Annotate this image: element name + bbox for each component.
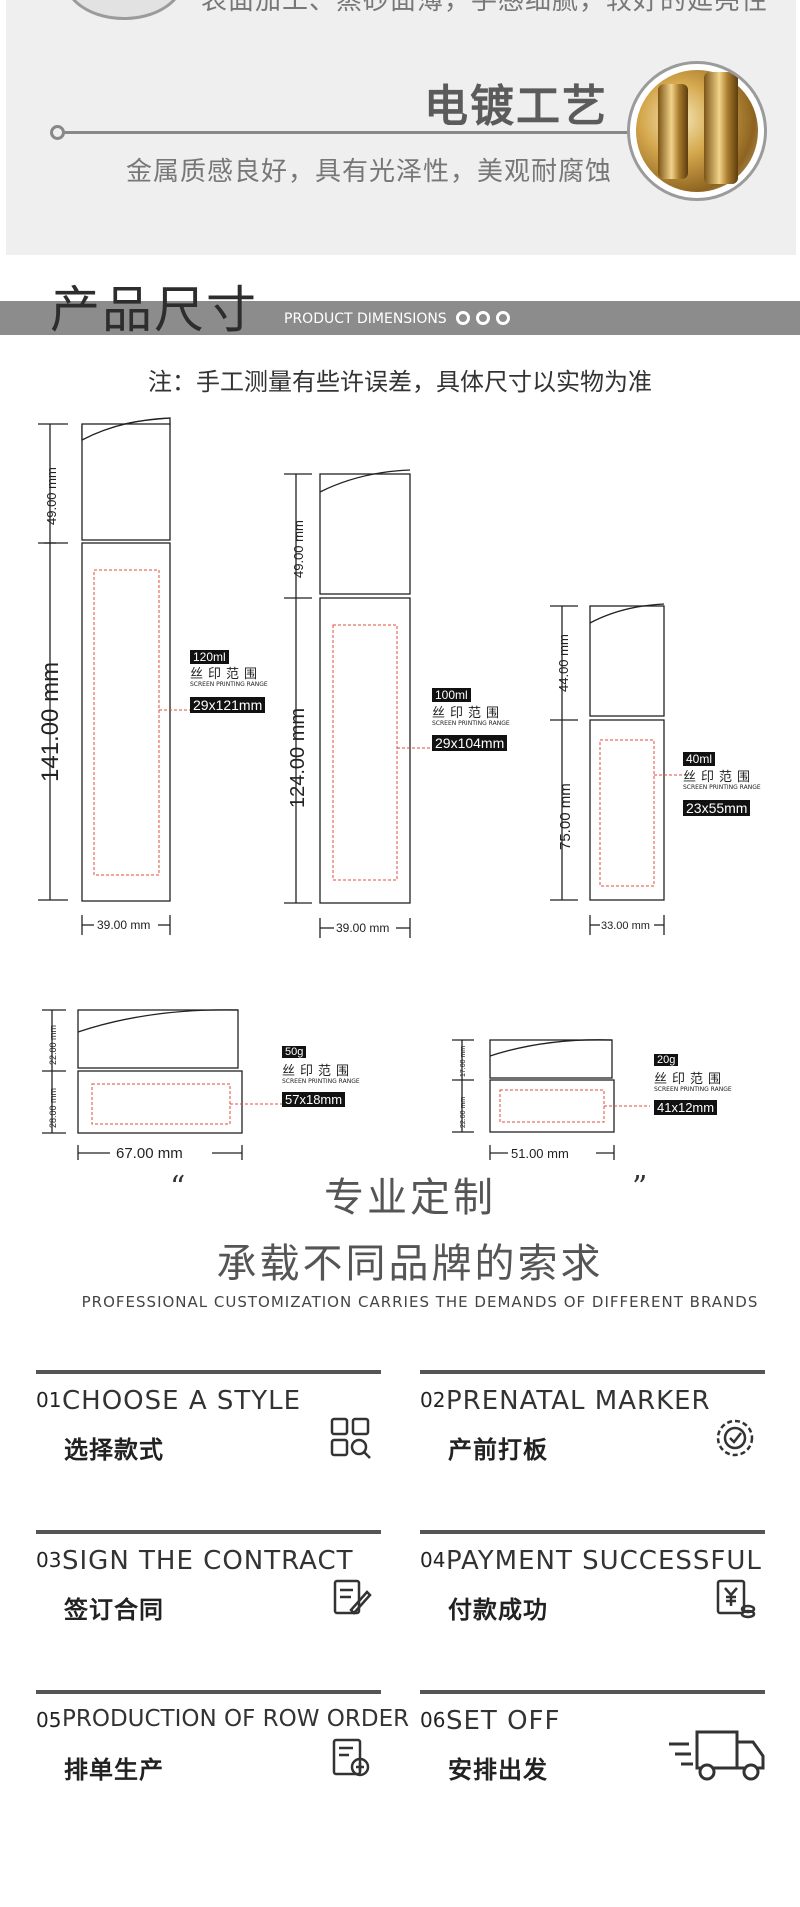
craft-divider-dot bbox=[50, 125, 65, 140]
craft-image-top bbox=[64, 0, 184, 20]
bottle-100ml bbox=[284, 469, 432, 938]
width-dim-50g: 67.00 mm bbox=[116, 1145, 183, 1160]
volume-tag-20g: 20g bbox=[654, 1054, 679, 1066]
cap-dim-50g: 22.00 mm bbox=[48, 1025, 58, 1065]
step-title-en: PRODUCTION OF ROW ORDER bbox=[62, 1706, 410, 1732]
step-title-en: SIGN THE CONTRACT bbox=[62, 1546, 354, 1576]
step-number: 05 bbox=[36, 1708, 62, 1732]
cap-dim-100ml: 49.00 mm bbox=[291, 520, 306, 578]
width-dim-40ml: 33.00 mm bbox=[601, 920, 650, 932]
step-number: 03 bbox=[36, 1548, 62, 1572]
step-03: 03 SIGN THE CONTRACT 签订合同 bbox=[36, 1530, 381, 1640]
gear-check-icon bbox=[716, 1419, 754, 1457]
range-tag-40ml: 23x55mm bbox=[683, 800, 751, 816]
production-doc-icon bbox=[332, 1738, 370, 1777]
cap-dim-20g: 17.00 mm bbox=[460, 1046, 467, 1077]
craft-description: 金属质感良好，具有光泽性，美观耐腐蚀 bbox=[126, 157, 613, 187]
step-02: 02 PRENATAL MARKER 产前打板 bbox=[420, 1370, 765, 1480]
volume-tag-50g: 50g bbox=[282, 1046, 307, 1058]
craft-title: 电镀工艺 bbox=[424, 81, 608, 132]
contract-sign-icon bbox=[333, 1579, 372, 1615]
step-title-en: PAYMENT SUCCESSFUL bbox=[446, 1546, 762, 1576]
quote-open: “ bbox=[170, 1170, 186, 1205]
body-dim-40ml: 75.00 mm bbox=[557, 783, 574, 850]
jar-50g bbox=[42, 1009, 282, 1162]
step-title-en: CHOOSE A STYLE bbox=[62, 1386, 302, 1416]
cap-dim-40ml: 44.00 mm bbox=[556, 634, 571, 692]
cap-dim-120ml: 49.00 mm bbox=[44, 467, 59, 525]
step-title-cn: 安排出发 bbox=[448, 1756, 548, 1784]
yen-invoice-icon bbox=[716, 1579, 756, 1619]
grid-search-icon bbox=[330, 1417, 371, 1459]
customization-subheading: 承载不同品牌的索求 bbox=[216, 1241, 604, 1287]
range-tag-50g: 57x18mm bbox=[282, 1092, 346, 1107]
width-dim-20g: 51.00 mm bbox=[511, 1146, 569, 1160]
range-tag-100ml: 29x104mm bbox=[432, 735, 508, 751]
range-tag-120ml: 29x121mm bbox=[190, 697, 266, 713]
width-dim-100ml: 39.00 mm bbox=[336, 921, 389, 935]
measurement-note: 注：手工测量有些许误差，具体尺寸以实物为准 bbox=[148, 368, 652, 396]
customization-heading: 专业定制 bbox=[324, 1175, 496, 1221]
volume-tag-100ml: 100ml bbox=[432, 688, 471, 702]
craft-divider bbox=[56, 131, 636, 134]
jar-20g bbox=[452, 1039, 650, 1162]
step-title-en: PRENATAL MARKER bbox=[446, 1386, 711, 1416]
craft-top-description: 表面加工、蒸砂面薄，手感细腻，较好的延亮性 bbox=[201, 0, 769, 16]
body-dim-20g: 22.00 mm bbox=[460, 1097, 467, 1128]
step-number: 06 bbox=[420, 1708, 446, 1732]
craft-panel: 表面加工、蒸砂面薄，手感细腻，较好的延亮性 电镀工艺 金属质感良好，具有光泽性，… bbox=[6, 0, 796, 255]
range-tag-20g: 41x12mm bbox=[654, 1100, 718, 1115]
width-dim-120ml: 39.00 mm bbox=[97, 918, 150, 932]
step-04: 04 PAYMENT SUCCESSFUL 付款成功 bbox=[420, 1530, 765, 1640]
bottle-120ml bbox=[38, 417, 190, 935]
step-title-cn: 选择款式 bbox=[64, 1436, 164, 1464]
dimensions-banner bbox=[0, 301, 800, 335]
volume-tag-120ml: 120ml bbox=[190, 650, 229, 664]
delivery-truck-icon bbox=[669, 1730, 765, 1781]
volume-tag-40ml: 40ml bbox=[683, 752, 716, 766]
step-title-cn: 签订合同 bbox=[64, 1596, 164, 1624]
step-title-cn: 付款成功 bbox=[448, 1596, 548, 1624]
step-title-en: SET OFF bbox=[446, 1706, 561, 1736]
step-number: 01 bbox=[36, 1388, 62, 1412]
customization-english: PROFESSIONAL CUSTOMIZATION CARRIES THE D… bbox=[81, 1293, 759, 1311]
quote-close: ” bbox=[632, 1170, 648, 1205]
step-title-cn: 产前打板 bbox=[448, 1436, 548, 1464]
step-number: 02 bbox=[420, 1388, 446, 1412]
body-dim-100ml: 124.00 mm bbox=[287, 708, 309, 808]
dimensions-title: 产品尺寸 bbox=[50, 281, 258, 339]
dimensions-subtitle: PRODUCT DIMENSIONS bbox=[284, 311, 447, 327]
dimension-diagram: 49.00 mm 141.00 mm 39.00 mm 49.00 mm 124… bbox=[0, 400, 800, 1164]
body-dim-50g: 28.00 mm bbox=[48, 1088, 58, 1128]
step-title-cn: 排单生产 bbox=[64, 1756, 164, 1784]
bottle-40ml bbox=[550, 603, 685, 935]
step-06: 06 SET OFF 安排出发 bbox=[420, 1690, 765, 1800]
step-05: 05 PRODUCTION OF ROW ORDER 排单生产 bbox=[36, 1690, 409, 1800]
electroplating-image bbox=[627, 61, 767, 201]
dimensions-dots bbox=[456, 311, 510, 325]
step-01: 01 CHOOSE A STYLE 选择款式 bbox=[36, 1370, 381, 1480]
dimension-drawing: 49.00 mm 141.00 mm 39.00 mm 49.00 mm 124… bbox=[37, 417, 685, 1162]
body-dim-120ml: 141.00 mm bbox=[37, 662, 64, 782]
step-number: 04 bbox=[420, 1548, 446, 1572]
